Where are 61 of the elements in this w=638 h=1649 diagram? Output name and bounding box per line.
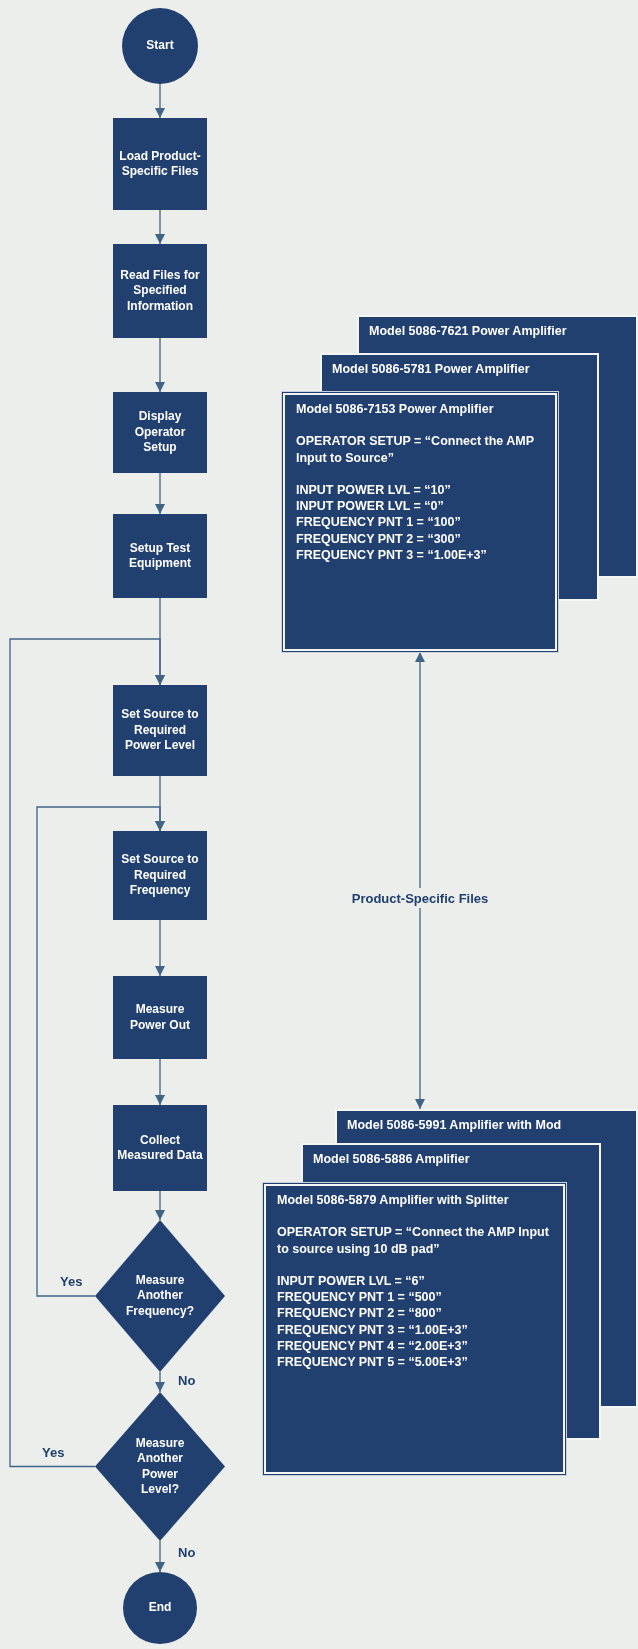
process-box <box>113 976 207 1059</box>
process-text: Setup Test Equipment <box>128 540 192 572</box>
arrow <box>155 1540 165 1573</box>
arrow <box>155 1190 165 1221</box>
decision-diamond <box>95 1392 225 1541</box>
process-box <box>113 685 207 776</box>
edge-label: No <box>176 1373 198 1388</box>
process-text: Collect Measured Data <box>117 1132 203 1164</box>
card-heading: Model 5086-5781 Power Amplifier <box>332 361 530 378</box>
card-text: FREQUENCY PNT 4 = “2.00E+3” <box>277 1337 468 1354</box>
process-text: Display Operator Setup <box>133 409 187 456</box>
edge-label: Yes <box>40 1445 67 1460</box>
process-text: Set Source to Required Power Level <box>120 707 200 754</box>
process-box <box>113 118 207 210</box>
arrow <box>415 651 425 889</box>
arrow <box>415 907 425 1110</box>
card-text: INPUT POWER LVL = “6” <box>277 1272 425 1289</box>
card-text: OPERATOR SETUP = “Connect the AMP Input to source using 10 dB pad” <box>277 1224 550 1257</box>
process-text: Set Source to Required Frequency <box>120 852 200 899</box>
process-box <box>113 392 207 473</box>
card-text: INPUT POWER LVL = “0” <box>296 498 444 515</box>
card-heading: Model 5086-7621 Power Amplifier <box>369 323 567 340</box>
edge-label: Yes <box>58 1274 85 1289</box>
card-text: FREQUENCY PNT 5 = “5.00E+3” <box>277 1354 468 1371</box>
edge-label: No <box>176 1545 198 1560</box>
process-box <box>113 244 207 338</box>
arrow <box>9 638 165 1468</box>
arrow <box>155 919 165 977</box>
card-text: INPUT POWER LVL = “10” <box>296 481 451 498</box>
card-heading: Model 5086-5991 Amplifier with Mod <box>347 1117 562 1134</box>
card-heading: Model 5086-5886 Amplifier <box>313 1151 470 1168</box>
card-text: OPERATOR SETUP = “Connect the AMP Input to Source” <box>296 433 535 466</box>
arrow <box>155 83 165 119</box>
card-text: FREQUENCY PNT 2 = “800” <box>277 1305 442 1322</box>
process-box <box>113 514 207 598</box>
arrow <box>155 337 165 393</box>
card-text: FREQUENCY PNT 2 = “300” <box>296 530 461 547</box>
arrow <box>155 209 165 245</box>
decision-text: Measure Another Frequency? <box>125 1272 195 1320</box>
process-text: Measure Power Out <box>129 1002 191 1033</box>
card-heading: Model 5086-5879 Amplifier with Splitter <box>277 1192 509 1209</box>
card-text: FREQUENCY PNT 3 = “1.00E+3” <box>296 546 487 563</box>
arrow <box>155 472 165 515</box>
process-box <box>113 1105 207 1191</box>
files-caption: Product-Specific Files <box>351 890 489 906</box>
process-text: Load Product-Specific Files <box>118 148 202 180</box>
file-card <box>282 392 558 652</box>
card-text: FREQUENCY PNT 1 = “500” <box>277 1289 442 1306</box>
arrow <box>155 1371 165 1393</box>
card-text: FREQUENCY PNT 3 = “1.00E+3” <box>277 1321 468 1338</box>
card-text: FREQUENCY PNT 1 = “100” <box>296 514 461 531</box>
card-heading: Model 5086-7153 Power Amplifier <box>296 401 494 418</box>
terminal-text: Start <box>146 38 174 54</box>
arrow <box>36 806 165 1297</box>
arrow <box>155 1058 165 1106</box>
file-card <box>263 1183 566 1475</box>
terminal-text: End <box>148 1600 172 1616</box>
process-text: Read Files for Specified Information <box>119 267 201 315</box>
process-box <box>113 831 207 920</box>
decision-text: Measure Another Power Level? <box>134 1435 186 1498</box>
decision-diamond <box>95 1220 225 1372</box>
